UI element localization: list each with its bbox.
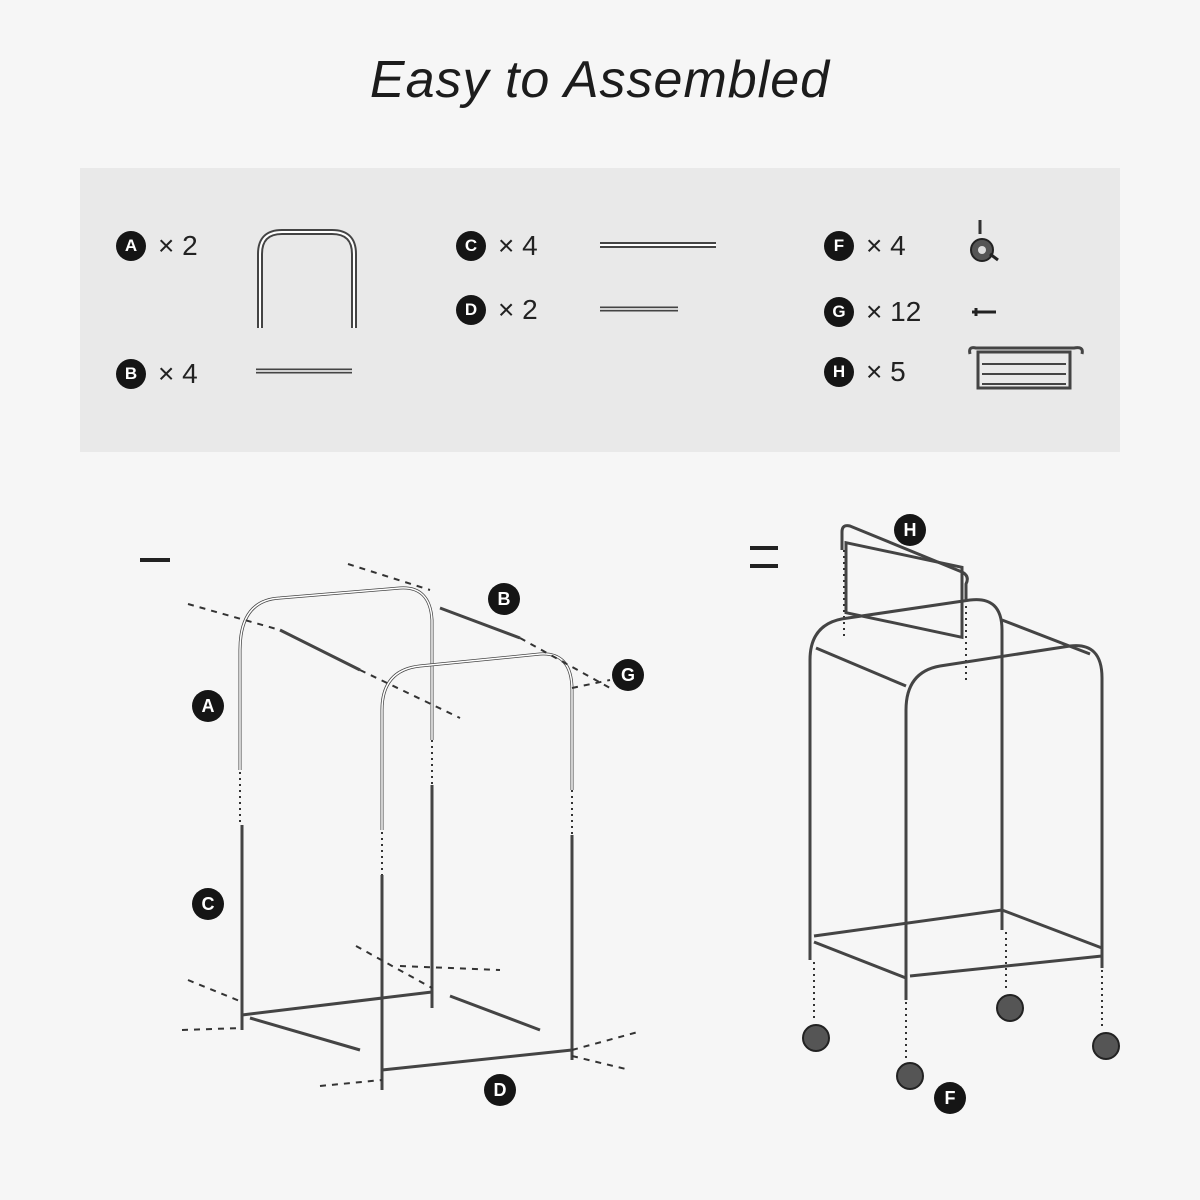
part-g: G × 12: [824, 296, 929, 328]
part-f-qty: × 4: [866, 230, 906, 261]
part-d: D × 2: [456, 294, 546, 326]
part-h: H × 5: [824, 356, 914, 388]
part-g-qty: × 12: [866, 296, 922, 327]
exploded-assembly-diagram: [140, 558, 639, 1090]
part-c-qty: × 4: [498, 230, 538, 261]
part-f: F × 4: [824, 230, 914, 262]
hanging-bag-icon: [968, 346, 1084, 390]
assembled-cart-diagram: [750, 524, 1120, 1090]
part-b-badge: B: [116, 359, 146, 389]
parts-list-panel: A × 2 B × 4 C × 4 D × 2 F × 4: [80, 168, 1120, 452]
label-h: H: [894, 514, 926, 546]
part-b: B × 4: [116, 358, 206, 390]
part-a: A × 2: [116, 230, 206, 262]
long-rod-icon: [600, 242, 716, 248]
part-c: C × 4: [456, 230, 546, 262]
caster-wheel-icon: [970, 220, 999, 262]
part-g-badge: G: [824, 297, 854, 327]
part-d-qty: × 2: [498, 294, 538, 325]
caster-wheel-icon: [802, 994, 1120, 1090]
part-c-badge: C: [456, 231, 486, 261]
label-a: A: [192, 690, 224, 722]
screw-icon: [972, 308, 996, 316]
rod-icon: [600, 306, 678, 312]
short-rod-icon: [256, 368, 352, 374]
part-b-qty: × 4: [158, 358, 198, 389]
label-g: G: [612, 659, 644, 691]
label-b: B: [488, 583, 520, 615]
part-h-badge: H: [824, 357, 854, 387]
part-f-badge: F: [824, 231, 854, 261]
page-title: Easy to Assembled: [369, 51, 831, 109]
part-a-badge: A: [116, 231, 146, 261]
label-d: D: [484, 1074, 516, 1106]
label-c: C: [192, 888, 224, 920]
u-frame-icon: [257, 229, 357, 328]
part-h-qty: × 5: [866, 356, 906, 387]
label-f: F: [934, 1082, 966, 1114]
part-a-qty: × 2: [158, 230, 198, 261]
part-d-badge: D: [456, 295, 486, 325]
